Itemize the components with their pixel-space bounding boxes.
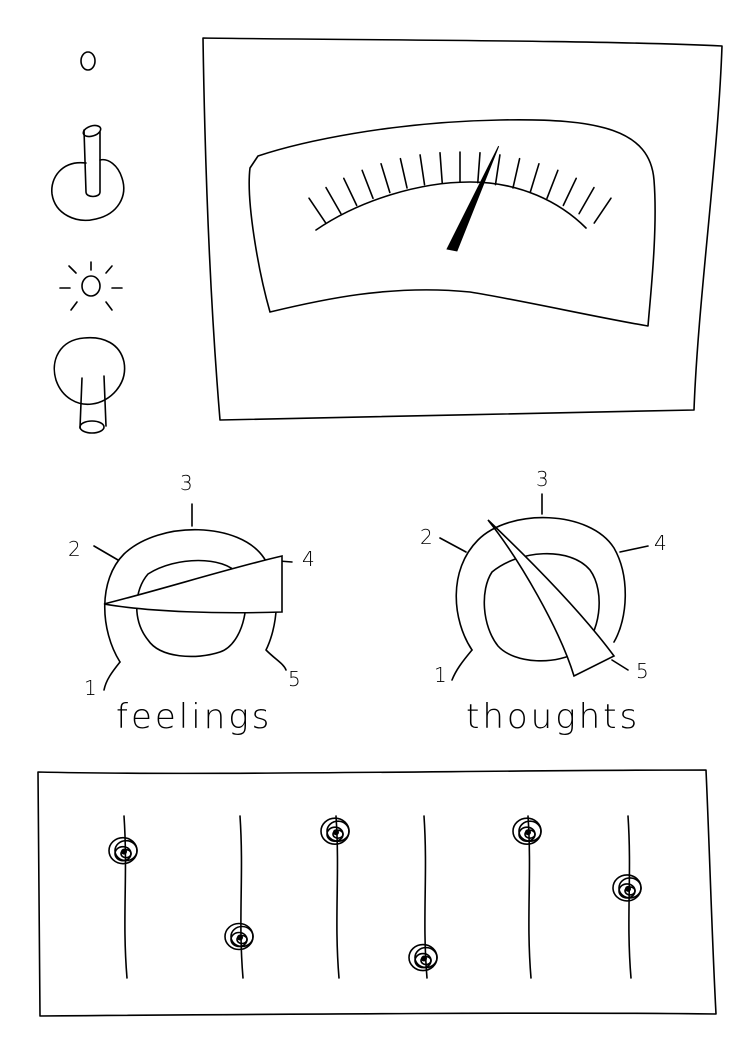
slider-knob-core [237, 934, 243, 941]
knob-scale-label: 5 [636, 659, 649, 683]
slider-panel [37, 769, 717, 1017]
knob-scale-label: 1 [434, 663, 447, 687]
knob-caption: feelings [116, 697, 272, 737]
meter-tick [529, 162, 540, 194]
meter-tick [419, 154, 426, 186]
slider-track[interactable] [123, 815, 128, 979]
knob-scale-label: 2 [68, 537, 81, 561]
knob-scale-label: 4 [302, 547, 315, 571]
meter-tick [494, 154, 501, 186]
slider-knob-core [421, 955, 427, 962]
meter-needle [446, 145, 500, 252]
slider-track[interactable] [335, 815, 340, 979]
slider-knob-core [121, 848, 127, 855]
knob-center [136, 559, 247, 658]
knob-ring [103, 528, 287, 671]
slider-track[interactable] [527, 815, 532, 979]
meter-tick [562, 177, 578, 207]
meter-face [248, 118, 656, 327]
switch-column [51, 51, 126, 434]
knob-scale-label: 2 [420, 525, 433, 549]
knob-scale-label: 3 [180, 471, 193, 495]
knob-feelings[interactable]: 1 2 3 4 5 feelings [68, 471, 315, 737]
meter-tick [342, 177, 358, 207]
sliders [108, 815, 642, 979]
knob-scale-label: 5 [288, 667, 301, 691]
knob-scale-label: 1 [84, 676, 97, 700]
meter-tick [546, 169, 559, 200]
analog-meter [202, 37, 723, 421]
knob-caption: thoughts [466, 697, 640, 737]
meter-tick [361, 169, 374, 200]
meter-scale-arc [315, 181, 587, 231]
slider-knob-core [333, 829, 339, 836]
meter-tick [476, 151, 481, 184]
meter-ticks [308, 151, 612, 224]
meter-tick [308, 197, 327, 224]
meter-tick [512, 157, 521, 189]
meter-tick [380, 162, 391, 194]
sun-icon [59, 261, 123, 311]
meter-tick [439, 151, 444, 184]
slider-panel-frame [37, 769, 717, 1017]
slider-knob-core [625, 885, 631, 892]
lower-toggle-switch[interactable] [53, 336, 126, 434]
knob-scale-label: 4 [654, 531, 667, 555]
knob-thoughts[interactable]: 1 2 3 4 5 thoughts [420, 467, 667, 737]
knob-ring [455, 516, 627, 651]
meter-tick [399, 157, 408, 189]
meter-tick [578, 186, 595, 215]
meter-tick [593, 197, 612, 224]
meter-tick [325, 186, 342, 215]
off-circle-icon [80, 51, 96, 71]
knob-scale-label: 3 [536, 467, 549, 491]
slider-knob-core [525, 829, 531, 836]
knob-pointer [487, 519, 616, 678]
knob-pointer [103, 554, 283, 614]
meter-frame [202, 37, 723, 421]
upper-toggle-switch[interactable] [51, 123, 125, 221]
slider-track[interactable] [239, 815, 244, 979]
